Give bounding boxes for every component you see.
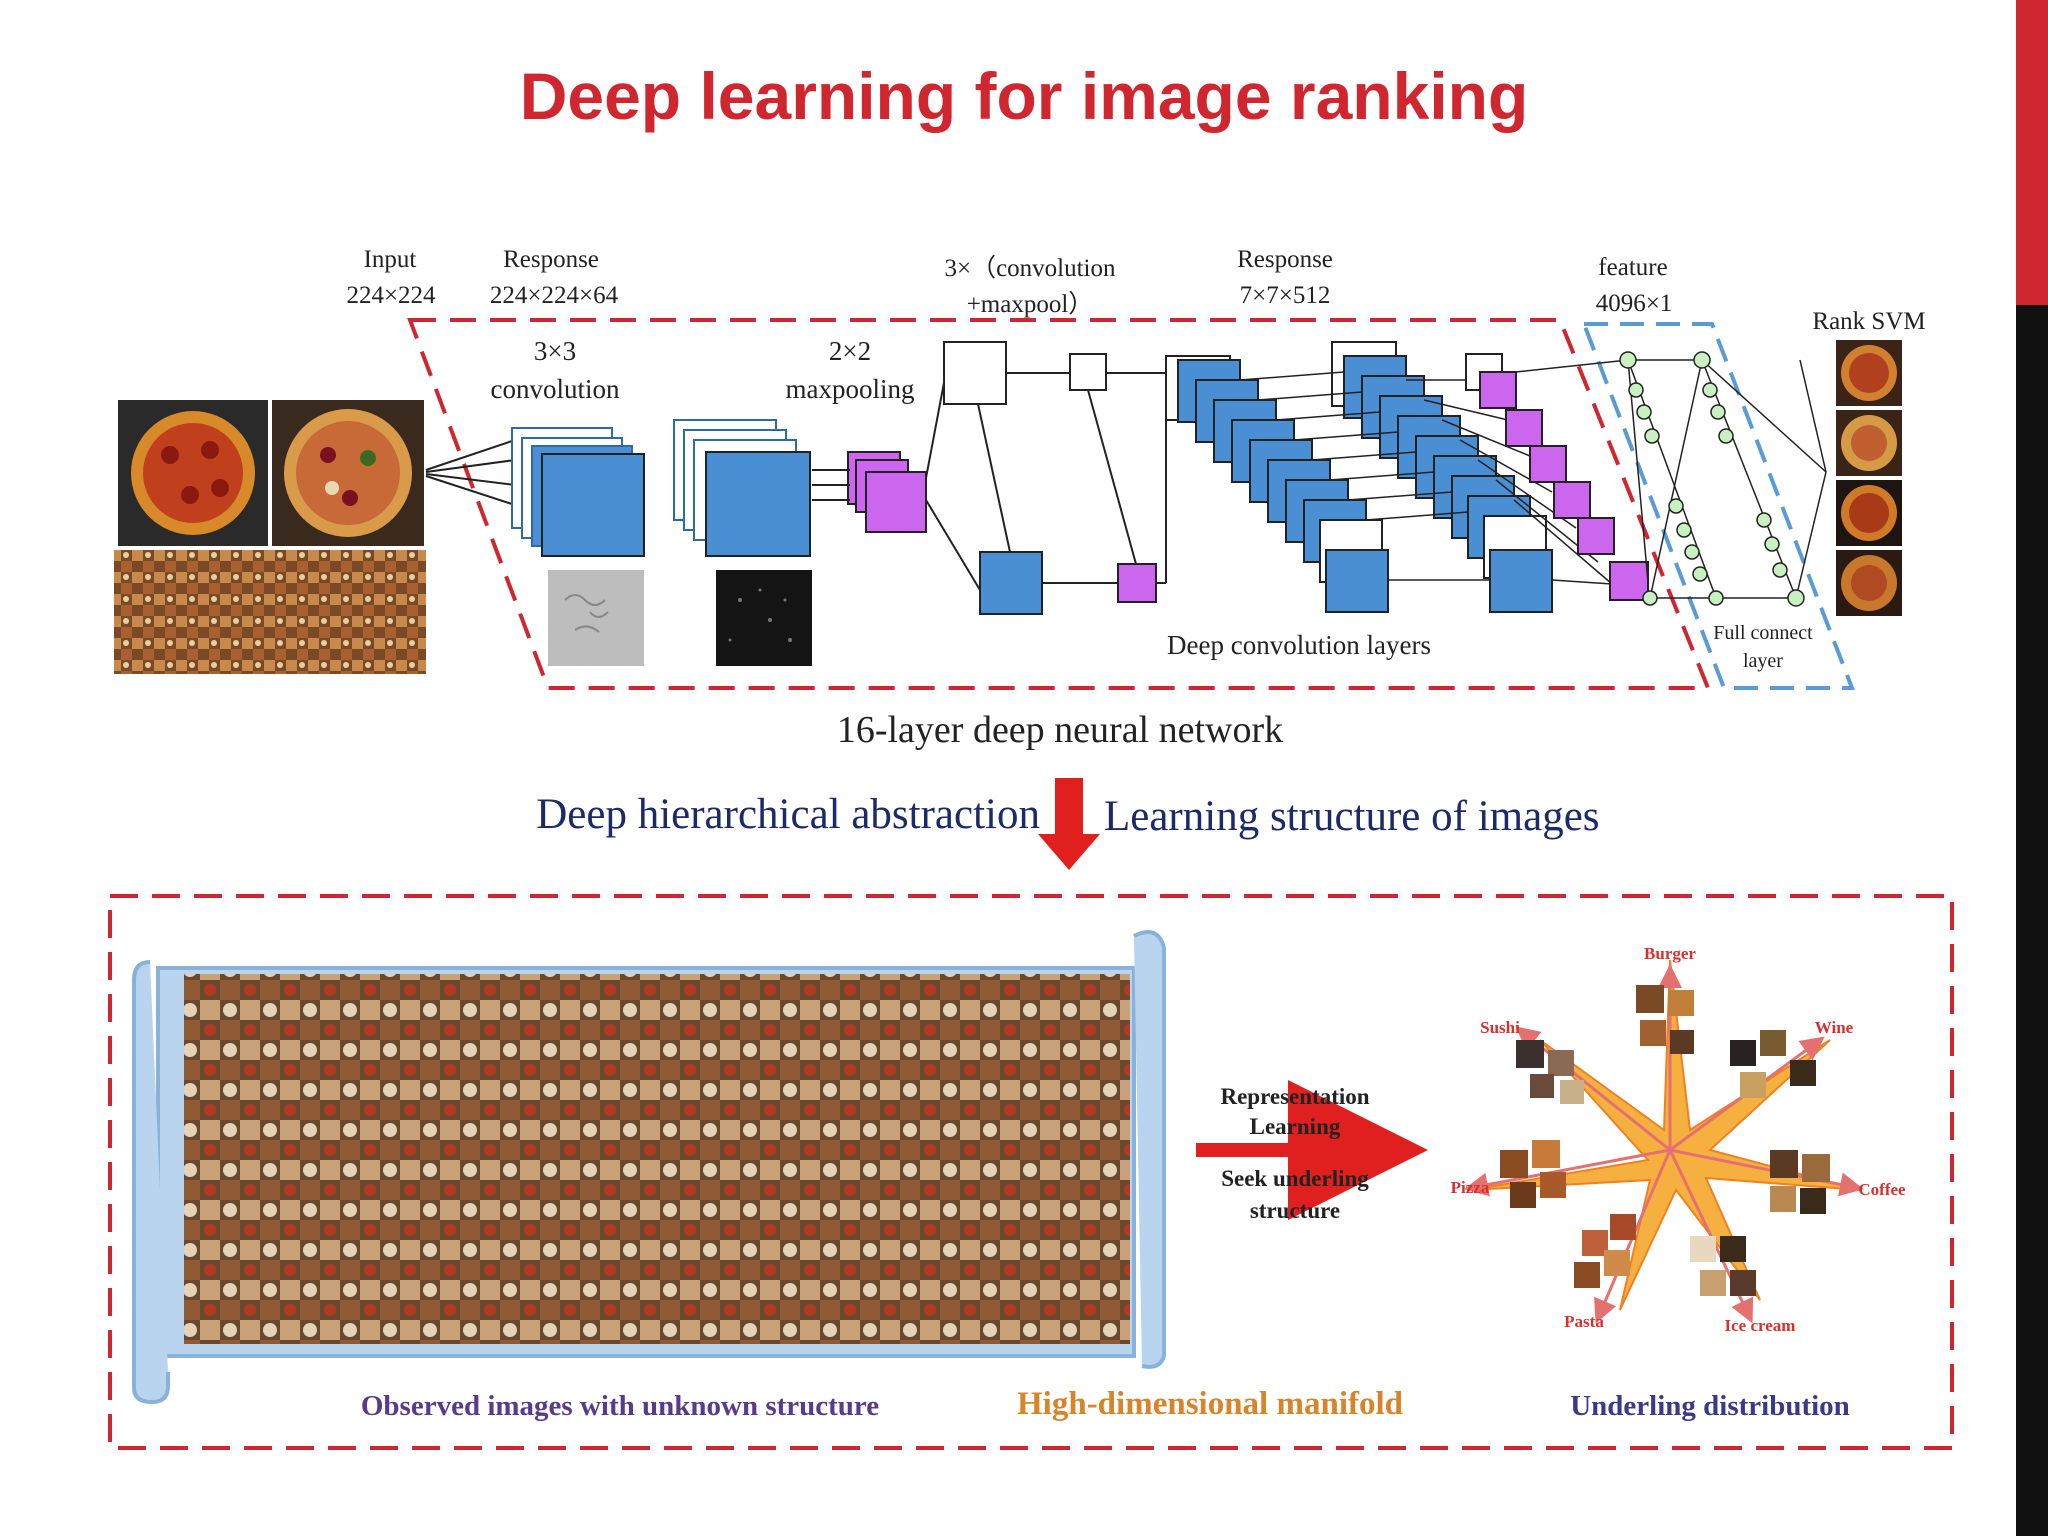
- conv-response-map-2: [716, 570, 812, 666]
- star-label-wine: Wine: [1814, 1018, 1854, 1037]
- star-label-sushi: Sushi: [1480, 1018, 1520, 1037]
- observed-images-label: Observed images with unknown structure: [360, 1390, 880, 1422]
- input-size: 224×224: [346, 282, 436, 309]
- star-label-pasta: Pasta: [1564, 1312, 1604, 1331]
- repr-learning-line1: Representation: [1220, 1084, 1370, 1109]
- manifold-label: High-dimensional manifold: [1017, 1386, 1403, 1422]
- fc-label-2: layer: [1743, 650, 1783, 672]
- pool-label: maxpooling: [785, 374, 915, 404]
- response1-size: 224×224×64: [489, 282, 619, 309]
- rank-svm-images: [1836, 340, 1902, 616]
- deep-conv-stack-1: [1165, 355, 1389, 613]
- conv-label: convolution: [490, 374, 620, 404]
- manifold-boundary: [108, 894, 1954, 1450]
- repr-learning-line2: Learning: [1249, 1114, 1341, 1139]
- pool-kernel-label: 2×2: [828, 336, 872, 366]
- deep-pool-stack: [1465, 353, 1649, 601]
- side-accent-bar: [2016, 0, 2048, 305]
- response1-label: Response: [503, 246, 599, 273]
- input-pizza-images: [114, 400, 426, 674]
- fc-boundary: [1581, 322, 1855, 690]
- conv-response-map-1: [548, 570, 644, 666]
- abstraction-left: Deep hierarchical abstraction: [536, 791, 1040, 838]
- fc-label-1: Full connect: [1713, 622, 1813, 644]
- conv-kernel-label: 3×3: [533, 336, 577, 366]
- deep-conv-label: Deep convolution layers: [1167, 630, 1431, 660]
- abstraction-right: Learning structure of images: [1104, 793, 1600, 840]
- star-label-burger: Burger: [1644, 944, 1696, 963]
- rank-svm-label: Rank SVM: [1812, 308, 1926, 335]
- feature-size: 4096×1: [1595, 290, 1673, 317]
- slide-title: Deep learning for image ranking: [519, 59, 1529, 133]
- down-arrow: [1038, 778, 1100, 870]
- input-connections: [425, 439, 516, 506]
- star-label-ice-cream: Ice cream: [1724, 1316, 1796, 1335]
- conv-layer-2: [673, 419, 811, 557]
- response2-size: 7×7×512: [1239, 282, 1331, 309]
- input-label: Input: [363, 246, 417, 273]
- block-label-1: 3×（convolution: [944, 255, 1116, 282]
- maxpool-layer: [847, 451, 927, 533]
- feature-label: feature: [1598, 254, 1668, 281]
- conv-layer-1: [511, 427, 645, 557]
- side-dark-bar: [2016, 305, 2048, 1536]
- star-label-coffee: Coffee: [1858, 1180, 1906, 1199]
- network-caption: 16-layer deep neural network: [836, 709, 1284, 751]
- cnn-boundary: [407, 318, 1711, 690]
- observed-images-scroll: [132, 930, 1166, 1405]
- distribution-label: Underling distribution: [1570, 1390, 1850, 1422]
- fc-layer-nodes: [1515, 351, 1827, 607]
- response2-label: Response: [1237, 246, 1333, 273]
- block-label-2: +maxpool）: [966, 291, 1094, 318]
- distribution-star: [1464, 959, 1864, 1324]
- seek-structure-line1: Seek underling: [1221, 1166, 1369, 1191]
- seek-structure-line2: structure: [1249, 1198, 1341, 1223]
- conv-maxpool-block: [943, 341, 1167, 615]
- deep-conv-stack-2: [1331, 341, 1553, 613]
- star-label-pizza: Pizza: [1450, 1178, 1490, 1197]
